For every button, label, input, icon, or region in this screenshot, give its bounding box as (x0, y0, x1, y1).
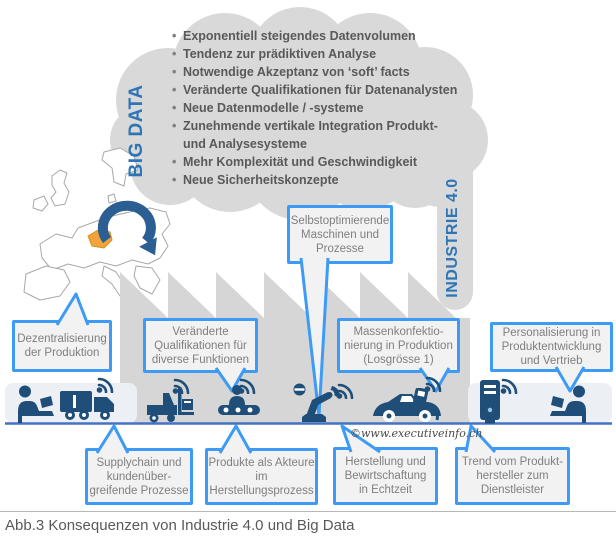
callout-supplychain: Supplychain und kundenüber- greifende Pr… (85, 448, 193, 505)
map-iberia (23, 265, 71, 301)
callout-massenkonfektionierung: Massenkonfektio- nierung in Produktion (… (337, 318, 460, 373)
factory-silhouette (120, 272, 470, 424)
callout-herstellung-echtzeit: Herstellung und Bewirtschaftung in Echtz… (333, 447, 438, 505)
rotation-arrow-icon (97, 200, 157, 256)
forklift-icon (147, 387, 194, 423)
bullet-item: Exponentiell steigendes Datenvolumen (170, 27, 488, 45)
callout-text: Trend vom Produkt- hersteller zum Dienst… (461, 456, 564, 496)
callout-text: Produkte als Akteure im Herstellungsproz… (208, 456, 315, 497)
callout-produkte-akteure: Produkte als Akteure im Herstellungsproz… (205, 448, 318, 505)
caption-separator (0, 511, 616, 512)
bullet-item: Mehr Komplexität und Geschwindigkeit (170, 153, 488, 171)
wifi-icon (336, 383, 354, 399)
bullet-item: Zunehmende vertikale Integration Produkt… (170, 117, 488, 153)
callout-veraenderte-qualifikationen: Veränderte Qualifikationen für diverse F… (143, 318, 258, 373)
wifi-icon (500, 378, 518, 394)
map-britain (50, 169, 70, 207)
person-laptop-icon (550, 385, 586, 423)
wifi-icon (172, 378, 190, 394)
callout-text: Selbstoptimierende Maschinen und Prozess… (290, 214, 390, 255)
watermark: ©www.executiveinfo.ch (350, 427, 483, 440)
callout-text: Veränderte Qualifikationen für diverse F… (151, 325, 250, 366)
wifi-icon (238, 378, 256, 394)
callout-selbstoptimierende: Selbstoptimierende Maschinen und Prozess… (287, 205, 393, 264)
callout-personalisierung: Personalisierung in Produktentwicklung u… (490, 322, 613, 372)
map-scandinavia (101, 147, 139, 187)
callout-text: Herstellung und Bewirtschaftung in Echtz… (344, 456, 427, 496)
person-laptop-icon (18, 385, 54, 423)
bullet-item: Neue Datenmodelle / -systeme (170, 99, 488, 117)
wifi-icon (424, 376, 442, 392)
map-ireland (32, 195, 49, 212)
truck-icon (60, 391, 114, 420)
callout-text: Supplychain und kundenüber- greifende Pr… (89, 456, 189, 497)
computer-tower-icon (480, 380, 500, 424)
map-denmark (107, 193, 117, 204)
callout-text: Dezentralisierung der Produktion (17, 333, 107, 359)
bullet-item: Tendenz zur prädiktiven Analyse (170, 45, 488, 63)
figure-caption: Abb.3 Konsequenzen von Industrie 4.0 und… (5, 517, 355, 534)
bullet-item: Veränderte Qualifikationen für Datenanal… (170, 81, 488, 99)
callout-text: Massenkonfektio- nierung in Produktion (… (344, 325, 453, 366)
callout-trend-dienstleister: Trend vom Produkt- hersteller zum Dienst… (455, 447, 570, 505)
big-data-label: BIG DATA (126, 84, 147, 178)
map-balkans (133, 265, 161, 295)
callout-dezentralisierung: Dezentralisierung der Produktion (12, 320, 112, 372)
car-assembly-icon (373, 388, 441, 422)
bullet-item: Notwendige Akzeptanz von ‘soft’ facts (170, 63, 488, 81)
bullet-item: Neue Sicherheitskonzepte (170, 171, 488, 189)
big-data-bullet-list: Exponentiell steigendes Datenvolumen Ten… (170, 27, 488, 189)
callout-text: Personalisierung in Produktentwicklung u… (501, 327, 602, 367)
wifi-icon (96, 377, 114, 393)
